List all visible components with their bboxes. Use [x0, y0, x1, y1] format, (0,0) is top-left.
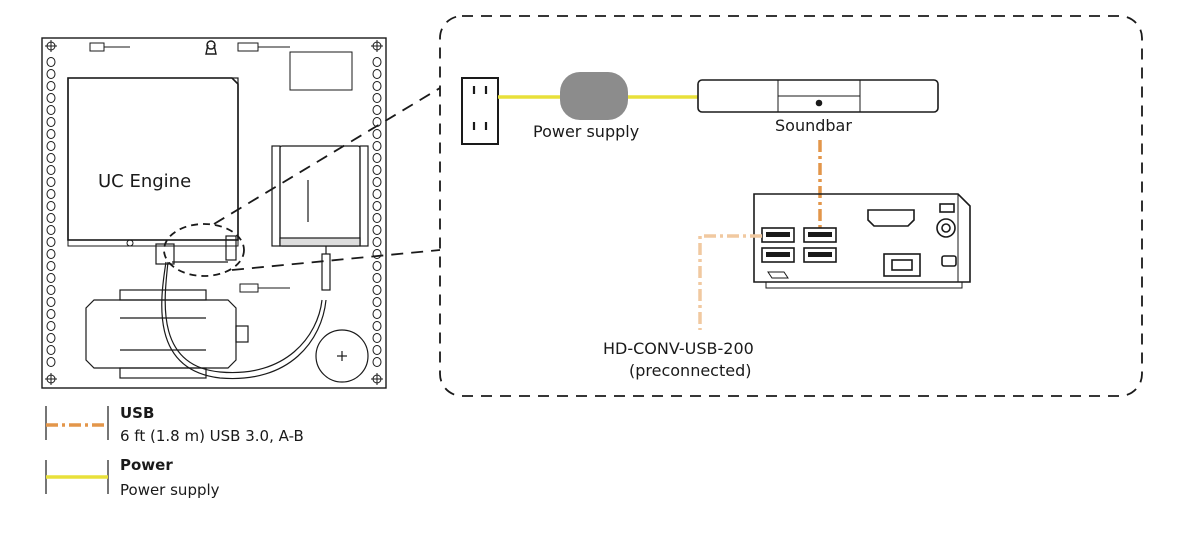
legend-usb: USB 6 ft (1.8 m) USB 3.0, A-B	[45, 404, 304, 445]
mounting-slot	[372, 237, 382, 247]
callout-leader-bottom	[231, 249, 441, 271]
hdmi-port	[867, 209, 915, 227]
hd-conv-usb-200-icon	[753, 193, 971, 289]
mounting-slot	[46, 141, 56, 151]
mounting-slot	[46, 285, 56, 295]
mounting-slots-right	[372, 57, 382, 367]
power-supply-label: Power supply	[533, 122, 639, 141]
usb-cable-preconnected	[698, 234, 762, 330]
circular-mount	[315, 329, 369, 383]
mounting-slot	[372, 357, 382, 367]
mounting-slot	[46, 273, 56, 283]
legend-power-desc: Power supply	[120, 481, 220, 499]
mounting-slot	[46, 117, 56, 127]
mounting-slot	[46, 201, 56, 211]
legend-power-title: Power	[120, 456, 173, 474]
mounting-slot	[46, 309, 56, 319]
mounting-slot	[372, 105, 382, 115]
mounting-slot	[46, 105, 56, 115]
mounting-slot	[46, 261, 56, 271]
mounting-slot	[372, 141, 382, 151]
mounting-slot	[372, 261, 382, 271]
soundbar-icon	[697, 79, 939, 113]
mounting-slot	[372, 285, 382, 295]
mounting-slot	[46, 177, 56, 187]
wall-outlet-icon	[461, 77, 499, 145]
mounting-slot	[46, 333, 56, 343]
usb-converter-mounted	[271, 145, 369, 247]
callout-ellipse	[163, 223, 245, 277]
mounting-slot	[372, 213, 382, 223]
converter-name-label: HD-CONV-USB-200	[603, 339, 754, 358]
mounting-slot	[46, 153, 56, 163]
usb-port	[761, 247, 795, 263]
mounting-slots-left	[46, 57, 56, 367]
mounting-slot	[46, 165, 56, 175]
usb-port	[803, 227, 837, 243]
mounting-slot	[46, 129, 56, 139]
mounting-slot	[372, 153, 382, 163]
mounting-slot	[46, 357, 56, 367]
mounting-slot	[46, 213, 56, 223]
mounting-slot	[372, 69, 382, 79]
keyhole-icon	[205, 40, 217, 55]
corner-marks	[45, 40, 383, 385]
mounting-slot	[372, 225, 382, 235]
mounting-slot	[46, 249, 56, 259]
converter-note-label: (preconnected)	[629, 361, 752, 380]
mounting-slot	[372, 273, 382, 283]
mounting-slot	[372, 321, 382, 331]
mounting-slot	[372, 177, 382, 187]
ethernet-port	[883, 253, 921, 277]
mounting-slot	[372, 165, 382, 175]
legend: USB 6 ft (1.8 m) USB 3.0, A-B Power Powe…	[45, 404, 304, 499]
uc-engine-label: UC Engine	[98, 171, 191, 192]
mounting-slot	[372, 309, 382, 319]
mounting-slot	[46, 345, 56, 355]
usb-port	[803, 247, 837, 263]
mounting-slot	[46, 81, 56, 91]
mounting-slot	[372, 129, 382, 139]
power-supply-icon	[560, 72, 628, 120]
mounting-slot	[372, 81, 382, 91]
label-area	[289, 51, 353, 91]
mounting-slot	[372, 57, 382, 67]
mounting-slot	[46, 321, 56, 331]
power-supply-mounted	[85, 289, 249, 379]
mounting-slot	[46, 57, 56, 67]
legend-power: Power Power supply	[45, 456, 220, 499]
mounting-slot	[46, 237, 56, 247]
mounting-slot	[372, 189, 382, 199]
mounting-slot	[372, 333, 382, 343]
mounting-plate	[41, 37, 387, 389]
mounting-slot	[46, 297, 56, 307]
legend-usb-desc: 6 ft (1.8 m) USB 3.0, A-B	[120, 427, 304, 445]
plate-cables	[155, 235, 331, 380]
coax-port	[936, 218, 956, 238]
callout-leader-top	[213, 87, 441, 225]
mounting-slot	[46, 93, 56, 103]
mounting-slot	[46, 69, 56, 79]
detail-callout-box	[439, 15, 1143, 397]
mounting-slot	[372, 201, 382, 211]
mounting-slot	[46, 189, 56, 199]
soundbar-label: Soundbar	[775, 116, 852, 135]
mounting-slot	[372, 249, 382, 259]
mounting-slot	[46, 225, 56, 235]
legend-usb-title: USB	[120, 404, 154, 422]
mounting-slot	[372, 297, 382, 307]
uc-engine: UC Engine	[67, 77, 239, 247]
cable-tie	[89, 42, 290, 293]
mounting-slot	[372, 93, 382, 103]
mounting-slot	[372, 345, 382, 355]
